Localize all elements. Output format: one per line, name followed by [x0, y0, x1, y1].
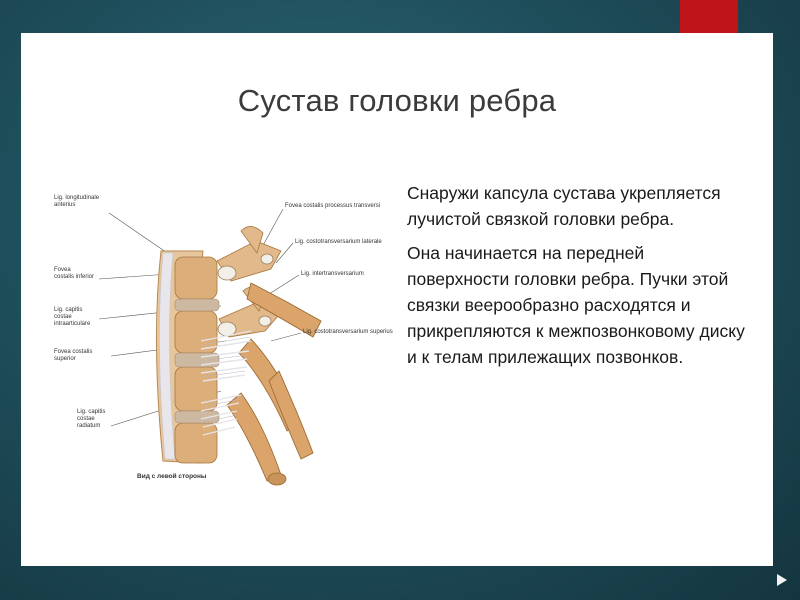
anatomy-figure: Lig. longitudinale anterius Fovea costal…: [51, 191, 411, 491]
slide: Сустав головки ребра: [21, 33, 773, 566]
label-lig-intertransversarium: Lig. intertransversarium: [301, 271, 364, 277]
label-lig-longitudinale: Lig. longitudinale anterius: [54, 195, 100, 208]
label-lig-laterale: Lig. costotransversarium laterale: [295, 239, 382, 245]
paragraph-2: Она начинается на передней поверхности г…: [407, 243, 745, 367]
label-fovea-processus: Fovea costalis processus transversi: [285, 203, 381, 209]
figure-caption: Вид с левой стороны: [137, 473, 207, 480]
paragraph-1: Снаружи капсула сустава укрепляется лучи…: [407, 183, 721, 229]
next-slide-arrow-icon[interactable]: [777, 574, 787, 586]
label-fovea-inferior: Fovea costalis inferior: [54, 267, 95, 280]
label-lig-superius: Lig. costotransversarium superius: [303, 329, 393, 335]
accent-block: [680, 0, 738, 33]
slide-title: Сустав головки ребра: [237, 83, 557, 118]
spine-rib-illustration: [98, 208, 322, 486]
body-text: Снаружи капсула сустава укрепляется лучи…: [407, 180, 747, 378]
label-lig-radiatum: Lig. capitis costae radiatum: [77, 409, 106, 429]
label-fovea-superior: Fovea costalis superior: [54, 349, 93, 362]
label-lig-intraarticulare: Lig. capitis costae intraarticulare: [54, 307, 91, 327]
